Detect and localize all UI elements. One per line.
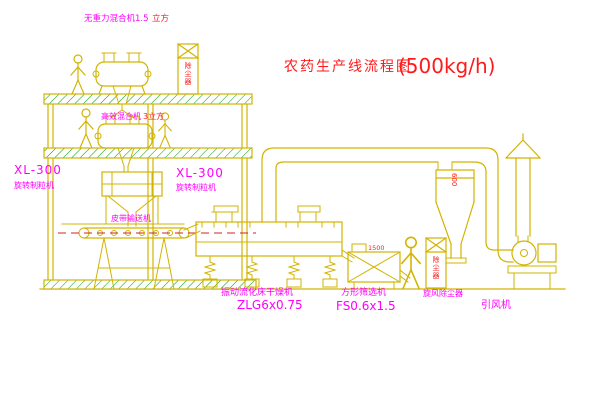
label-high-mixer-unit: 3立方 bbox=[143, 111, 164, 121]
label-gravity-mixer-unit: 立方 bbox=[152, 13, 169, 24]
floor-middle bbox=[43, 147, 253, 159]
label-fan: 引风机 bbox=[481, 298, 511, 311]
label-belt-conveyor: 皮带输送机 bbox=[111, 213, 151, 223]
high-efficiency-mixer bbox=[94, 115, 156, 173]
worker-figure bbox=[70, 54, 86, 95]
sieve-dim: 1500 bbox=[368, 244, 385, 252]
square-sieve: 1500 bbox=[347, 243, 411, 290]
granulator bbox=[101, 171, 163, 227]
label-sieve-model: FS0.6x1.5 bbox=[336, 299, 396, 313]
floor-base bbox=[43, 279, 257, 290]
floor-top bbox=[43, 93, 253, 105]
label-cyclone: 旋风除尘器 bbox=[423, 288, 463, 298]
duct-run bbox=[261, 147, 514, 263]
exhaust-stack bbox=[505, 133, 541, 237]
cyclone-diameter-dim: 600 bbox=[450, 173, 458, 186]
worker-figure bbox=[401, 236, 421, 289]
gravity-mixer bbox=[92, 52, 152, 119]
plant-structure bbox=[43, 93, 257, 290]
belt-conveyor bbox=[58, 227, 256, 290]
label-granulator-left-name: 旋转制粒机 bbox=[14, 180, 54, 190]
title-capacity: (500kg/h) bbox=[398, 54, 495, 78]
worker-figure bbox=[78, 108, 94, 149]
cabinet-bottom-text: 除尘器 bbox=[432, 255, 440, 280]
label-sieve-name: 方形筛选机 bbox=[341, 286, 386, 298]
label-granulator-mid-name: 旋转制粒机 bbox=[176, 182, 216, 192]
label-gravity-mixer: 无重力混合机1.5 bbox=[84, 13, 149, 24]
cabinet-top-text: 除尘器 bbox=[184, 61, 192, 86]
fluid-bed-dryer bbox=[183, 205, 355, 288]
cyclone-separator: 600 bbox=[435, 169, 475, 264]
page-title: 农药生产线流程图 (500kg/h) bbox=[284, 54, 495, 78]
label-dryer-model: ZLG6x0.75 bbox=[237, 298, 303, 312]
title-main: 农药生产线流程图 bbox=[284, 59, 412, 75]
dust-collector-cabinet-bottom: 除尘器 bbox=[425, 237, 447, 289]
label-granulator-left-model: XL-300 bbox=[14, 163, 62, 177]
dust-collector-cabinet-top: 除尘器 bbox=[177, 43, 199, 95]
label-high-mixer: 高效混合机 bbox=[101, 111, 141, 121]
induced-draft-fan bbox=[507, 235, 557, 290]
label-dryer-name: 振动流化床干燥机 bbox=[221, 286, 293, 298]
label-granulator-mid-model: XL-300 bbox=[176, 166, 224, 180]
equipment-labels: 无重力混合机1.5 立方 高效混合机 3立方 XL-300 旋转制粒机 XL-3… bbox=[14, 13, 511, 313]
